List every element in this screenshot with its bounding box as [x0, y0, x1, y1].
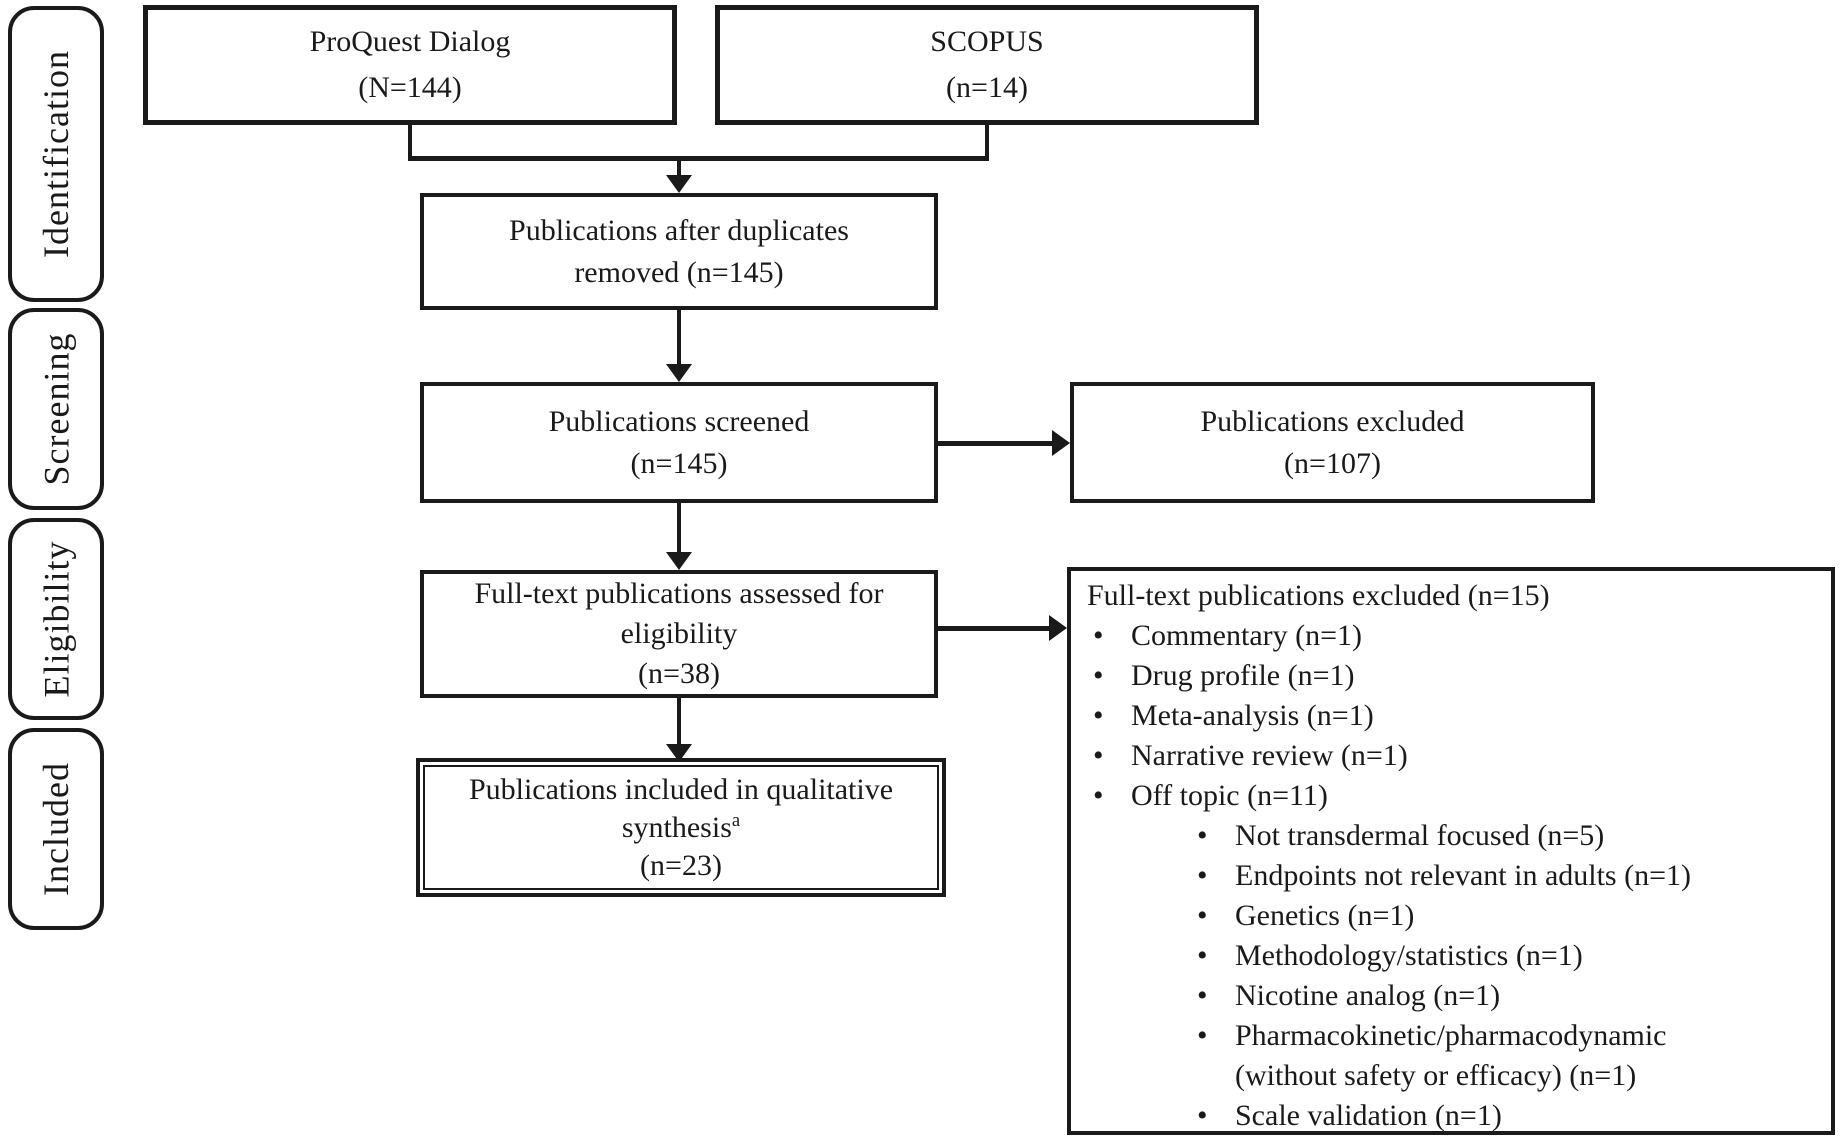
off-topic-detail-item: • Genetics (n=1)	[1071, 896, 1831, 936]
included-line2-text: synthesis	[621, 810, 732, 844]
connector-merge-horizontal	[408, 156, 989, 161]
stage-eligibility-label: Eligibility	[36, 540, 77, 698]
included-line3: (n=23)	[640, 848, 722, 882]
bullet-icon: •	[1197, 979, 1208, 1012]
source-box-proquest: ProQuest Dialog (N=144)	[143, 5, 677, 125]
screened-line2: (n=145)	[630, 446, 728, 480]
excluded-reason-text: Narrative review (n=1)	[1131, 739, 1408, 772]
box-included-inner: Publications included in qualitative syn…	[423, 765, 939, 890]
excluded-reason-item: • Commentary (n=1)	[1071, 616, 1831, 656]
stage-included-label: Included	[36, 762, 77, 896]
excluded-reason-text: Off topic (n=11)	[1131, 779, 1328, 812]
arrowhead-to-eligibility	[666, 552, 692, 570]
stage-screening: Screening	[8, 308, 104, 510]
arrowhead-to-duplicates	[666, 175, 692, 193]
off-topic-detail-text: Pharmacokinetic/pharmacodynamic (without…	[1235, 1019, 1667, 1092]
connector-eligibility-included	[677, 698, 681, 746]
included-line2: synthesisa	[622, 809, 740, 847]
bullet-icon: •	[1197, 939, 1208, 972]
excluded-reason-item: • Drug profile (n=1)	[1071, 656, 1831, 696]
footnote-marker: a	[731, 809, 741, 831]
bullet-icon: •	[1093, 659, 1104, 692]
off-topic-detail-text: Scale validation (n=1)	[1235, 1099, 1502, 1132]
off-topic-detail-text: Endpoints not relevant in adults (n=1)	[1235, 859, 1692, 892]
duplicates-line1: Publications after duplicates	[509, 213, 849, 247]
stage-included: Included	[8, 728, 104, 930]
stage-identification-label: Identification	[36, 50, 77, 258]
box-screened: Publications screened (n=145)	[420, 382, 938, 503]
off-topic-detail-item: • Scale validation (n=1)	[1071, 1096, 1831, 1136]
bullet-icon: •	[1093, 619, 1104, 652]
bullet-icon: •	[1197, 1019, 1208, 1052]
arrowhead-to-included	[666, 744, 692, 762]
off-topic-detail-text: Nicotine analog (n=1)	[1235, 979, 1501, 1012]
off-topic-detail-text: Not transdermal focused (n=5)	[1235, 819, 1605, 852]
excluded-reason-item: • Meta-analysis (n=1)	[1071, 696, 1831, 736]
off-topic-detail-text: Methodology/statistics (n=1)	[1235, 939, 1583, 972]
connector-screened-excluded	[938, 441, 1052, 446]
excluded-line2: (n=107)	[1284, 446, 1381, 480]
stage-identification: Identification	[8, 6, 104, 302]
box-fulltext-excluded: Full-text publications excluded (n=15) •…	[1067, 567, 1835, 1135]
box-duplicates-removed: Publications after duplicates removed (n…	[420, 193, 938, 310]
box-included: Publications included in qualitative syn…	[416, 758, 946, 897]
proquest-name: ProQuest Dialog	[309, 25, 511, 58]
connector-eligibility-fulltext-excluded	[938, 626, 1049, 631]
excluded-reason-text: Meta-analysis (n=1)	[1131, 699, 1374, 732]
screened-line1: Publications screened	[548, 404, 810, 438]
connector-proquest-down	[408, 123, 412, 161]
proquest-count: (N=144)	[358, 71, 462, 104]
stage-screening-label: Screening	[36, 332, 77, 486]
stage-eligibility: Eligibility	[8, 518, 104, 720]
arrowhead-to-excluded	[1052, 430, 1070, 456]
connector-duplicates-screened	[677, 310, 681, 366]
bullet-icon: •	[1197, 859, 1208, 892]
excluded-line1: Publications excluded	[1200, 404, 1465, 438]
off-topic-detail-item: • Nicotine analog (n=1)	[1071, 976, 1831, 1016]
off-topic-detail-item: • Methodology/statistics (n=1)	[1071, 936, 1831, 976]
connector-merge-down	[677, 156, 681, 178]
bullet-icon: •	[1093, 739, 1104, 772]
off-topic-detail-item: • Endpoints not relevant in adults (n=1)	[1071, 856, 1831, 896]
bullet-icon: •	[1197, 819, 1208, 852]
arrowhead-to-fulltext-excluded	[1049, 615, 1067, 641]
duplicates-line2: removed (n=145)	[574, 255, 784, 289]
scopus-name: SCOPUS	[930, 25, 1044, 58]
off-topic-detail-item: • Pharmacokinetic/pharmacodynamic (witho…	[1071, 1016, 1831, 1096]
fulltext-excluded-title: Full-text publications excluded (n=15)	[1087, 579, 1550, 612]
off-topic-detail-item: • Not transdermal focused (n=5)	[1071, 816, 1831, 856]
source-box-scopus: SCOPUS (n=14)	[715, 5, 1259, 125]
arrowhead-to-screened	[666, 364, 692, 382]
assessed-line1: Full-text publications assessed for	[474, 577, 884, 610]
box-excluded: Publications excluded (n=107)	[1070, 382, 1595, 503]
excluded-reason-item: • Off topic (n=11)	[1071, 776, 1831, 816]
box-fulltext-assessed: Full-text publications assessed for elig…	[420, 570, 938, 698]
bullet-icon: •	[1093, 779, 1104, 812]
excluded-reason-item: • Narrative review (n=1)	[1071, 736, 1831, 776]
assessed-line2: eligibility	[620, 617, 738, 650]
excluded-reason-text: Drug profile (n=1)	[1131, 659, 1355, 692]
excluded-reason-text: Commentary (n=1)	[1131, 619, 1363, 652]
included-line1: Publications included in qualitative	[468, 772, 894, 806]
scopus-count: (n=14)	[946, 71, 1028, 104]
bullet-icon: •	[1197, 1099, 1208, 1132]
assessed-line3: (n=38)	[638, 657, 720, 690]
off-topic-detail-text: Genetics (n=1)	[1235, 899, 1415, 932]
bullet-icon: •	[1197, 899, 1208, 932]
connector-screened-eligibility	[677, 503, 681, 554]
bullet-icon: •	[1093, 699, 1104, 732]
connector-scopus-down	[985, 123, 989, 161]
